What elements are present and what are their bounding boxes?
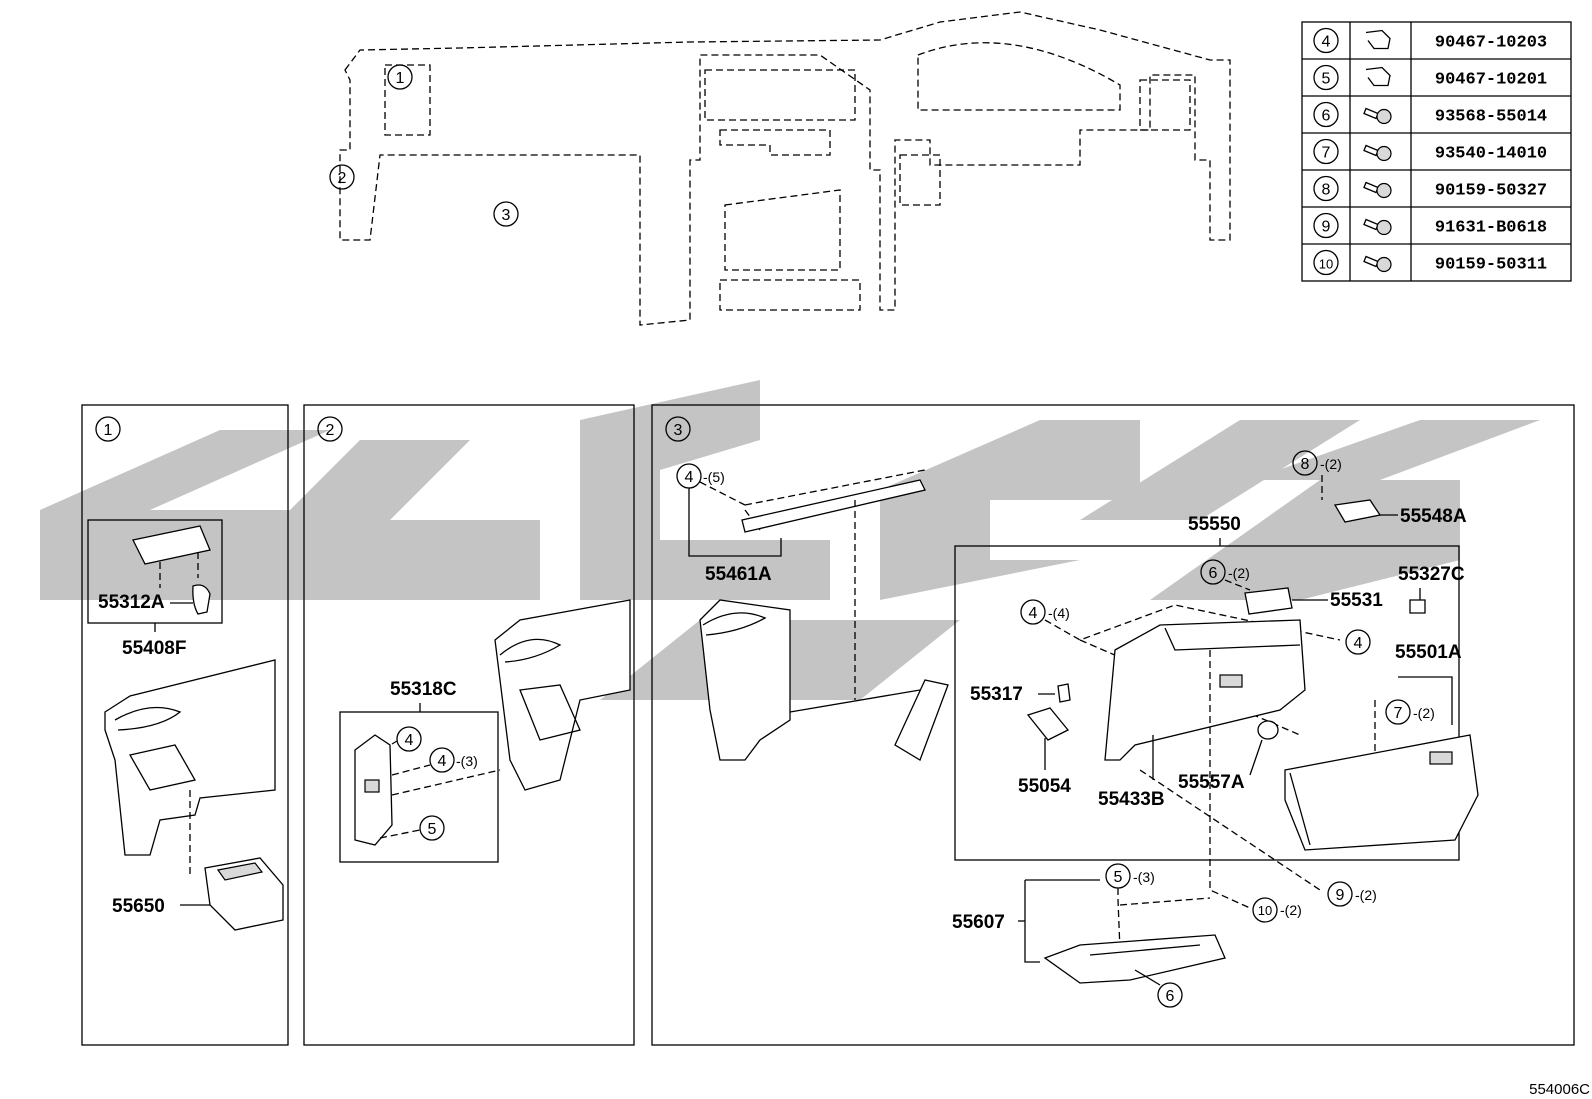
label-55548A: 55548A: [1400, 506, 1467, 527]
label-55312A: 55312A: [98, 592, 165, 613]
label-55607: 55607: [952, 912, 1005, 933]
panel3-callout-10-qty: -(2): [1280, 902, 1302, 918]
fastener-part-number: 93568-55014: [1435, 108, 1547, 127]
panel-3: 3 4 -(5) 55461A 55550 8 -(2) 55548A 6 -(…: [651, 404, 1575, 1046]
label-55531: 55531: [1330, 590, 1383, 611]
panel2-callout-4a: 4: [405, 732, 414, 749]
panel-2-number: 2: [326, 422, 335, 439]
fastener-ref-number: 9: [1322, 219, 1331, 236]
fastener-ref-number: 5: [1322, 71, 1331, 88]
overview-callout-2: 2: [338, 170, 347, 187]
label-55550: 55550: [1188, 514, 1241, 535]
label-55327C: 55327C: [1398, 564, 1465, 585]
undercover-55607: [1043, 934, 1226, 984]
screw-icon: [1363, 255, 1392, 273]
fastener-ref-number: 7: [1322, 145, 1331, 162]
panel3-callout-4-top-qty: -(5): [703, 469, 725, 485]
panel3-callout-5: 5: [1114, 869, 1123, 886]
label-55650: 55650: [112, 896, 165, 917]
clip-icon: [1365, 66, 1391, 87]
panel3-callout-10: 10: [1258, 903, 1272, 918]
label-55433B: 55433B: [1098, 789, 1165, 810]
fastener-row: 10 90159-50311: [1302, 243, 1571, 276]
label-55557A: 55557A: [1178, 772, 1245, 793]
label-55461A: 55461A: [705, 564, 772, 585]
panel-3-number: 3: [674, 422, 683, 439]
cover-part-55312A: [132, 525, 211, 565]
label-55408F: 55408F: [122, 638, 186, 659]
panel-1-number: 1: [104, 422, 113, 439]
damper-55054: [1026, 707, 1070, 741]
panel2-callout-4b: 4: [438, 753, 447, 770]
label-55317: 55317: [970, 684, 1023, 705]
panel-1: 1 55312A 55408F 55650: [81, 404, 289, 1046]
overview-callout-1: 1: [396, 70, 405, 87]
label-55501A: 55501A: [1395, 642, 1462, 663]
trim-strip-55461A: [741, 479, 926, 533]
diagram-reference-number: 554006C: [1529, 1081, 1590, 1098]
screw-icon: [1363, 181, 1392, 199]
panel2-callout-5: 5: [428, 821, 437, 838]
panel3-callout-7-qty: -(2): [1413, 705, 1435, 721]
panel3-callout-4-top: 4: [685, 469, 694, 486]
pad-55327C: [1409, 599, 1426, 614]
fastener-ref-number: 10: [1319, 257, 1333, 272]
screw-icon: [1363, 218, 1392, 236]
fastener-table: 4 90467-10203 5 90467-10201 6 93568-55014 7 935…: [1301, 21, 1572, 282]
panel3-callout-9: 9: [1336, 887, 1345, 904]
panel3-callout-8: 8: [1301, 456, 1310, 473]
panel3-callout-9-qty: -(2): [1355, 887, 1377, 903]
dash-side-section-3: [699, 599, 791, 761]
label-55318C: 55318C: [390, 679, 457, 700]
panel3-callout-8-qty: -(2): [1320, 456, 1342, 472]
fastener-part-number: 91631-B0618: [1435, 219, 1547, 238]
fastener-row: 8 90159-50327: [1302, 169, 1571, 202]
panel3-callout-4-mid: 4: [1029, 605, 1038, 622]
panel3-callout-6a-qty: -(2): [1228, 565, 1250, 581]
bumper-55557A: [1257, 720, 1279, 740]
clip-icon: [1365, 29, 1391, 50]
fastener-part-number: 90159-50311: [1435, 256, 1547, 275]
dash-side-section-2: [494, 599, 631, 791]
screw-icon: [1363, 144, 1392, 162]
fastener-row: 7 93540-14010: [1302, 132, 1571, 165]
fastener-part-number: 90159-50327: [1435, 182, 1547, 201]
fastener-part-number: 90467-10201: [1435, 71, 1547, 90]
label-55054: 55054: [1018, 776, 1071, 797]
latch-55531: [1244, 587, 1293, 615]
overview-callout-3: 3: [502, 207, 511, 224]
panel3-callout-6b: 6: [1166, 988, 1175, 1005]
stopper-55317: [1057, 683, 1071, 703]
panel-2: 2 55318C 4 4 -(3) 5: [303, 404, 635, 1046]
fastener-row: 4 90467-10203: [1313, 27, 1547, 54]
glovebox-housing-55433B: [1104, 619, 1306, 761]
fastener-ref-number: 4: [1322, 34, 1331, 51]
fastener-row: 9 91631-B0618: [1302, 206, 1571, 239]
panel2-callout-4b-qty: -(3): [456, 753, 478, 769]
fastener-ref-number: 8: [1322, 182, 1331, 199]
panel3-callout-4-right: 4: [1354, 635, 1363, 652]
fastener-part-number: 90467-10203: [1435, 34, 1547, 53]
panel3-callout-4-mid-qty: -(4): [1048, 605, 1070, 621]
panel3-callout-7: 7: [1394, 705, 1403, 722]
fastener-row: 5 90467-10201: [1302, 58, 1571, 91]
panel3-callout-5-qty: -(3): [1133, 869, 1155, 885]
fastener-ref-number: 6: [1322, 108, 1331, 125]
screw-icon: [1363, 107, 1392, 125]
dashboard-overview: 1 2 3: [329, 11, 1231, 326]
panel3-callout-6a: 6: [1209, 565, 1218, 582]
fastener-part-number: 93540-14010: [1435, 145, 1547, 164]
fastener-row: 6 93568-55014: [1302, 95, 1571, 128]
